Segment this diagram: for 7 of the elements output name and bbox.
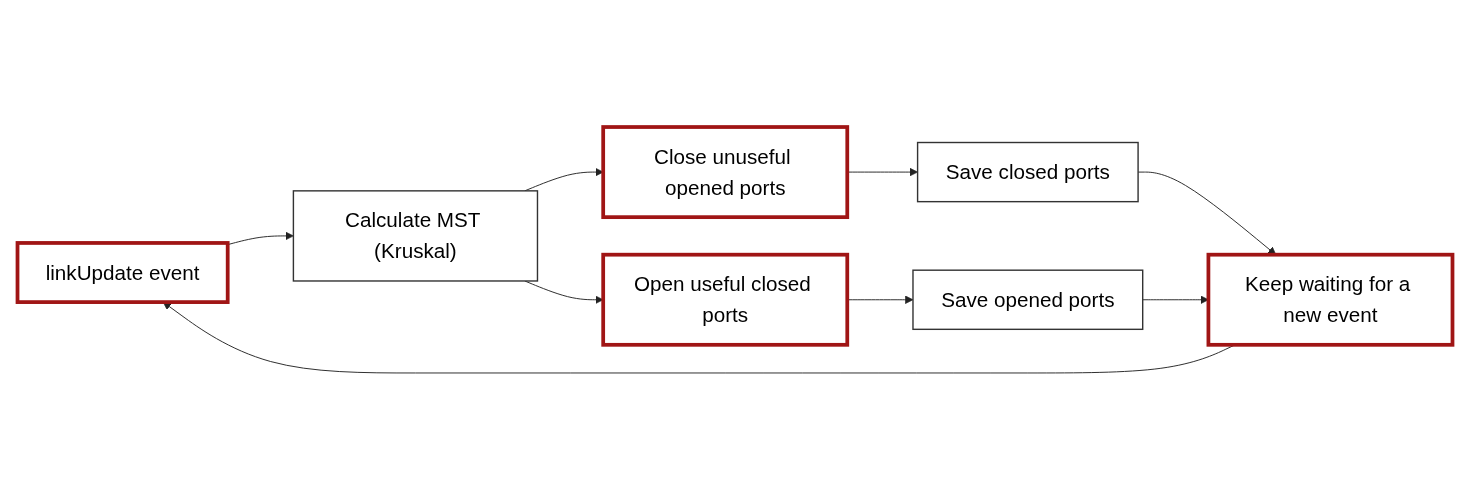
node-box: Calculate MST (Kruskal): [292, 190, 539, 282]
node-box: Open useful closed ports: [601, 252, 850, 347]
node-box: Save opened ports: [912, 269, 1144, 331]
node-box: Save closed ports: [916, 141, 1139, 203]
node-box: linkUpdate event: [15, 241, 230, 304]
node-box: Close unuseful opened ports: [601, 125, 850, 219]
node-box: Keep waiting for a new event: [1206, 252, 1455, 347]
